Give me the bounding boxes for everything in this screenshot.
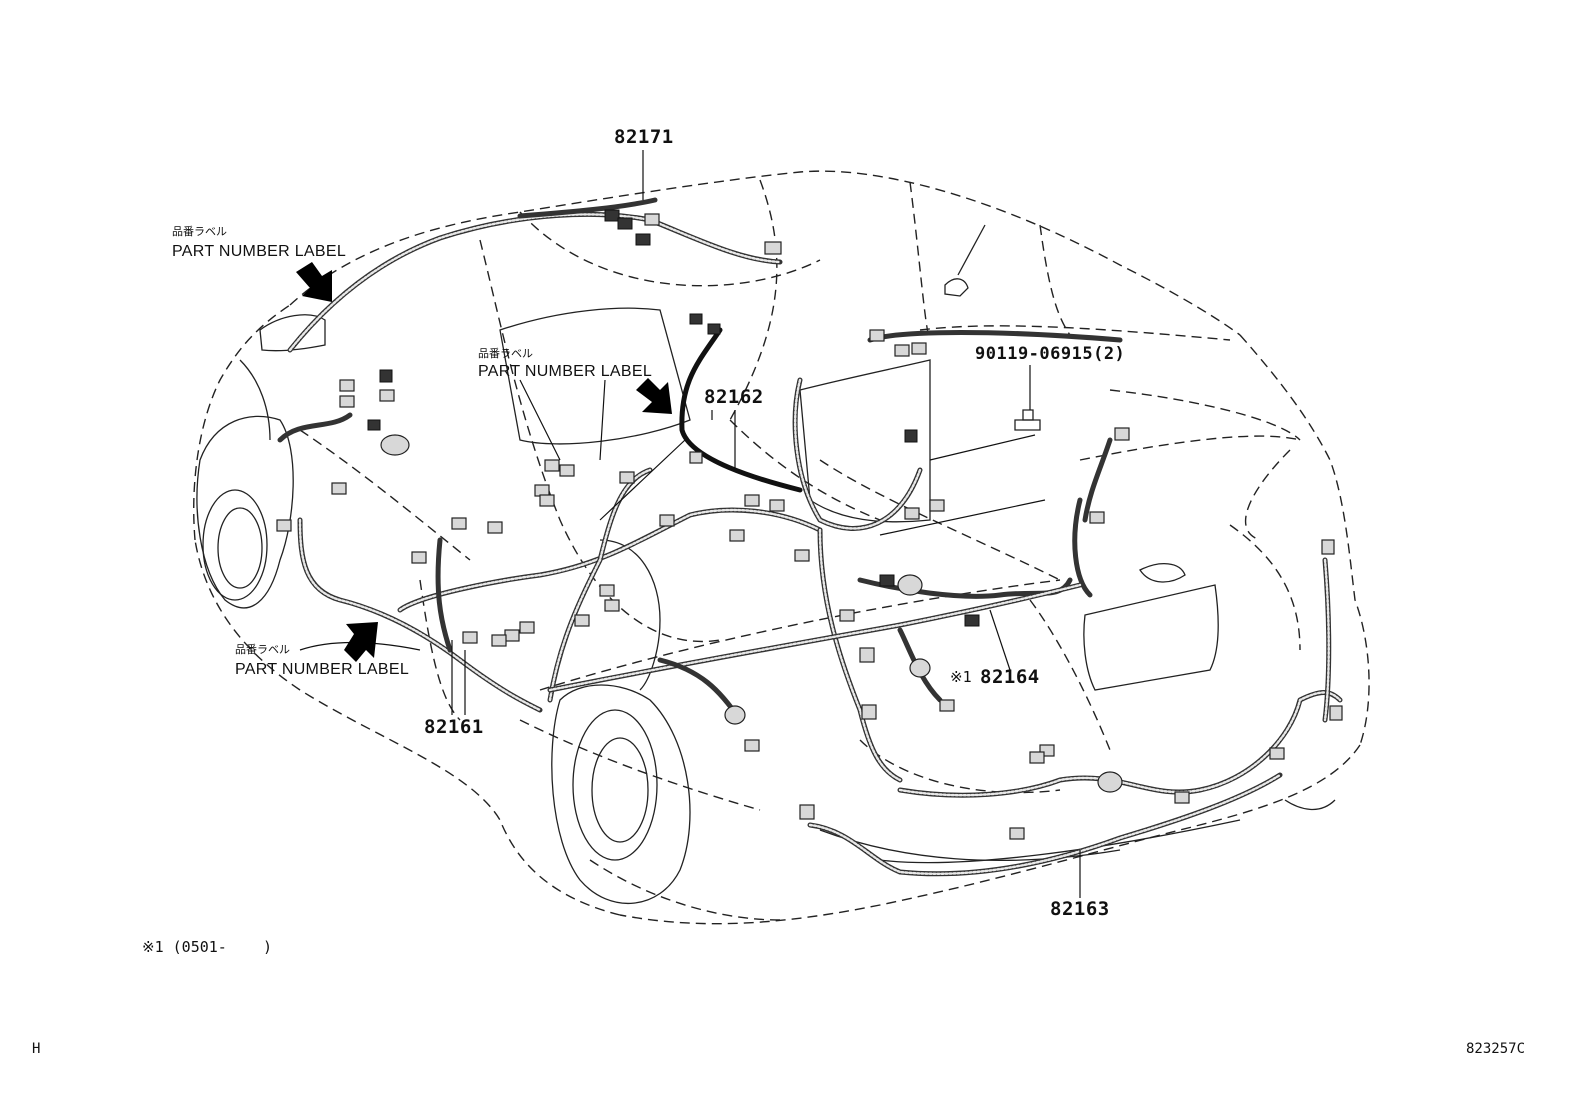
part-number-label-jp-2: 品番ラベル: [478, 347, 533, 360]
part-number-82164: 82164: [980, 666, 1040, 688]
wire-harness-82161: [277, 412, 823, 713]
bolt-part-number: 90119-06915(2): [975, 344, 1126, 364]
part-number-label-3: PART NUMBER LABEL: [235, 661, 410, 678]
part-number-82162: 82162: [704, 386, 764, 408]
leader-lines: [299, 150, 1081, 898]
wire-harness-82164: [547, 437, 1113, 783]
arrow-icon: [296, 262, 332, 302]
wire-harness-82163: [807, 557, 1343, 877]
note-mark-82164: ※1: [950, 668, 972, 686]
arrow-icon: [636, 378, 672, 414]
vehicle-body-outline: [193, 170, 1370, 925]
corner-code-left: H: [32, 1041, 41, 1057]
connectors: [276, 209, 1343, 840]
part-number-82163: 82163: [1050, 898, 1110, 920]
part-number-label-jp-3: 品番ラベル: [235, 643, 290, 656]
illustration-code: 823257C: [1466, 1041, 1526, 1057]
arrow-icon: [344, 622, 378, 662]
vehicle-structure: [196, 224, 1336, 904]
part-number-label-1: PART NUMBER LABEL: [172, 243, 347, 260]
wire-harness-82171: [287, 197, 783, 353]
part-number-label-arrows: [296, 262, 672, 662]
part-number-82171: 82171: [614, 126, 674, 148]
footnote: ※1 (0501- ): [142, 938, 272, 956]
part-number-82161: 82161: [424, 716, 484, 738]
part-number-label-jp-1: 品番ラベル: [172, 225, 227, 238]
part-number-label-2: PART NUMBER LABEL: [478, 363, 653, 380]
